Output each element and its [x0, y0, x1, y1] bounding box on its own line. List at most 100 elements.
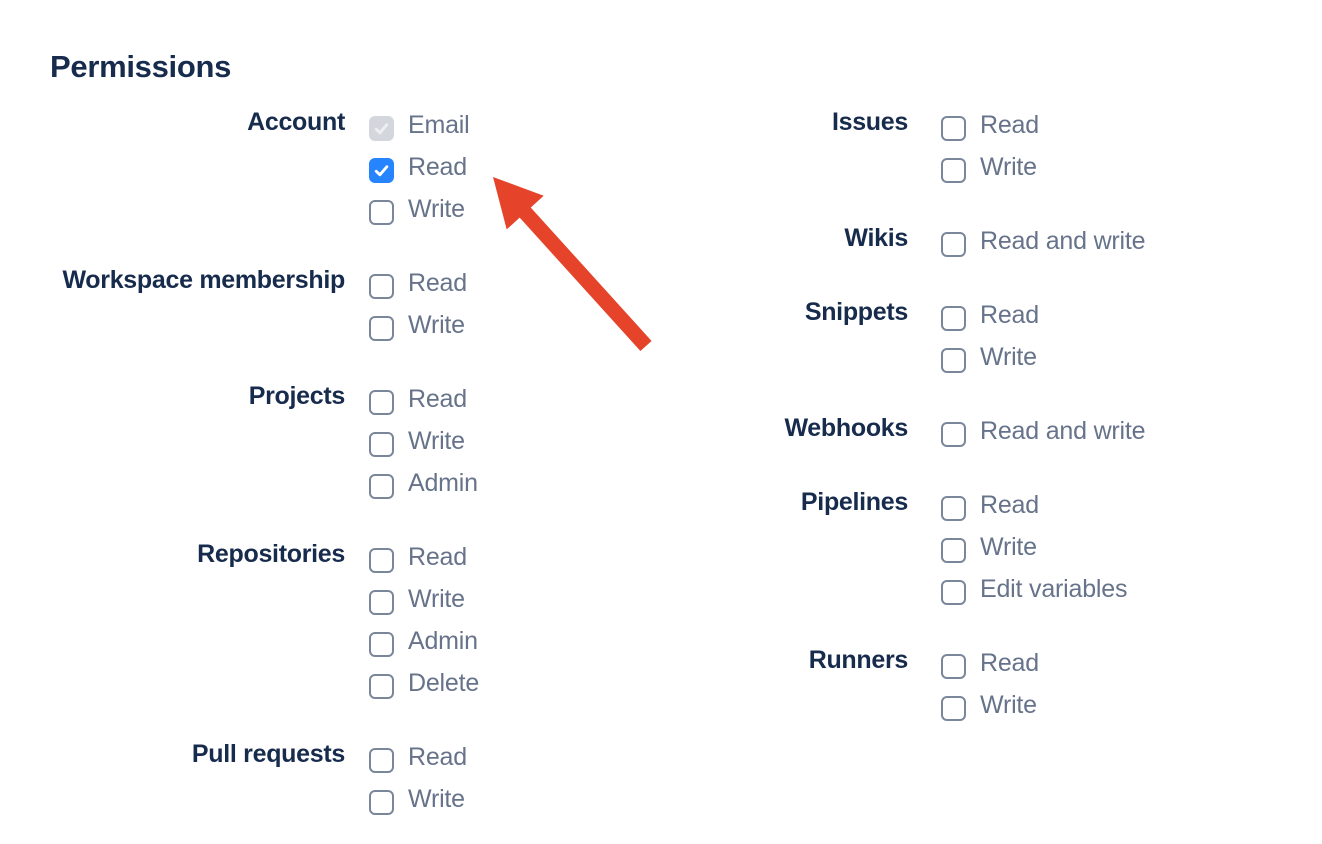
permission-option-pipelines-edit-variables[interactable]: Edit variables — [941, 576, 1127, 622]
checkbox-repositories-admin[interactable] — [369, 632, 394, 657]
permission-option-workspace-membership-write[interactable]: Write — [369, 312, 467, 358]
permission-option-pipelines-write[interactable]: Write — [941, 534, 1127, 580]
permission-group-snippets: Snippets Read Write — [600, 298, 1145, 390]
permission-option-repositories-write[interactable]: Write — [369, 586, 479, 632]
checkbox-label-repositories-write: Write — [408, 585, 465, 613]
permission-option-runners-read[interactable]: Read — [941, 650, 1039, 696]
checkbox-label-runners-read: Read — [980, 649, 1039, 677]
checkbox-label-repositories-read: Read — [408, 543, 467, 571]
permission-options: Read Write Admin Delete — [369, 544, 479, 716]
permission-group-label-wikis: Wikis — [844, 224, 908, 252]
checkbox-snippets-read[interactable] — [941, 306, 966, 331]
checkbox-repositories-read[interactable] — [369, 548, 394, 573]
checkbox-pull-requests-read[interactable] — [369, 748, 394, 773]
permission-option-webhooks-read-and-write[interactable]: Read and write — [941, 418, 1146, 464]
permissions-column-right: Issues Read Write Wikis Read and write — [600, 108, 1146, 770]
checkbox-account-read[interactable] — [369, 158, 394, 183]
permission-option-workspace-membership-read[interactable]: Read — [369, 270, 467, 316]
checkbox-label-account-email: Email — [408, 111, 470, 139]
permission-group-webhooks: Webhooks Read and write — [600, 414, 1146, 464]
checkbox-label-pipelines-write: Write — [980, 533, 1037, 561]
permission-group-pipelines: Pipelines Read Write Edit variables — [600, 488, 1145, 622]
permission-options: Read Write Admin — [369, 386, 478, 516]
checkbox-workspace-membership-read[interactable] — [369, 274, 394, 299]
checkbox-repositories-write[interactable] — [369, 590, 394, 615]
permission-option-issues-write[interactable]: Write — [941, 154, 1039, 200]
checkbox-label-issues-read: Read — [980, 111, 1039, 139]
permissions-column-left: Account Email Read Write Workspace membe… — [52, 108, 479, 844]
permission-option-repositories-admin[interactable]: Admin — [369, 628, 479, 674]
checkbox-label-projects-admin: Admin — [408, 469, 478, 497]
permission-group-label-webhooks: Webhooks — [784, 414, 908, 442]
permission-options: Read and write — [941, 418, 1146, 464]
permission-option-projects-read[interactable]: Read — [369, 386, 478, 432]
permission-options: Read Write — [941, 112, 1039, 200]
permission-option-repositories-read[interactable]: Read — [369, 544, 479, 590]
checkbox-runners-write[interactable] — [941, 696, 966, 721]
checkbox-pipelines-edit-variables[interactable] — [941, 580, 966, 605]
checkbox-projects-admin[interactable] — [369, 474, 394, 499]
checkbox-account-email — [369, 116, 394, 141]
permission-option-pipelines-read[interactable]: Read — [941, 492, 1127, 538]
checkbox-label-repositories-delete: Delete — [408, 669, 480, 697]
permission-option-projects-write[interactable]: Write — [369, 428, 478, 474]
checkbox-pull-requests-write[interactable] — [369, 790, 394, 815]
checkbox-issues-read[interactable] — [941, 116, 966, 141]
permission-group-label-issues: Issues — [831, 108, 908, 136]
checkbox-label-workspace-membership-write: Write — [408, 311, 465, 339]
checkbox-label-issues-write: Write — [980, 153, 1037, 181]
permission-option-issues-read[interactable]: Read — [941, 112, 1039, 158]
permission-group-repositories: Repositories Read Write Admin — [52, 540, 479, 716]
permission-option-snippets-read[interactable]: Read — [941, 302, 1039, 348]
permission-options: Read Write Edit variables — [941, 492, 1127, 622]
permission-option-runners-write[interactable]: Write — [941, 692, 1039, 738]
permission-options: Read and write — [941, 228, 1146, 274]
checkbox-pipelines-write[interactable] — [941, 538, 966, 563]
checkbox-snippets-write[interactable] — [941, 348, 966, 373]
checkbox-projects-write[interactable] — [369, 432, 394, 457]
checkbox-runners-read[interactable] — [941, 654, 966, 679]
permission-options: Read Write — [941, 650, 1039, 738]
checkbox-repositories-delete[interactable] — [369, 674, 394, 699]
checkbox-pipelines-read[interactable] — [941, 496, 966, 521]
permission-group-label-workspace-membership: Workspace membership — [62, 266, 345, 294]
checkbox-label-wikis-read-and-write: Read and write — [980, 227, 1146, 255]
permission-options: Read Write — [941, 302, 1039, 390]
checkbox-label-account-read: Read — [408, 153, 467, 181]
permission-group-label-pull-requests: Pull requests — [191, 740, 345, 768]
checkbox-workspace-membership-write[interactable] — [369, 316, 394, 341]
permission-group-projects: Projects Read Write Admin — [52, 382, 479, 516]
permission-group-runners: Runners Read Write — [600, 646, 1145, 738]
permission-group-wikis: Wikis Read and write — [600, 224, 1146, 274]
checkbox-label-snippets-write: Write — [980, 343, 1037, 371]
checkbox-label-runners-write: Write — [980, 691, 1037, 719]
permission-option-account-write[interactable]: Write — [369, 196, 470, 242]
permission-group-label-pipelines: Pipelines — [800, 488, 908, 516]
checkbox-label-pipelines-read: Read — [980, 491, 1039, 519]
permission-group-account: Account Email Read Write — [52, 108, 479, 242]
permission-option-projects-admin[interactable]: Admin — [369, 470, 478, 516]
checkbox-label-webhooks-read-and-write: Read and write — [980, 417, 1146, 445]
permission-option-account-email: Email — [369, 112, 470, 158]
checkmark-icon — [374, 165, 389, 177]
checkbox-label-snippets-read: Read — [980, 301, 1039, 329]
permission-group-label-projects: Projects — [248, 382, 346, 410]
checkbox-label-account-write: Write — [408, 195, 465, 223]
permission-option-pull-requests-write[interactable]: Write — [369, 786, 467, 832]
permission-group-workspace-membership: Workspace membership Read Write — [52, 266, 479, 358]
checkbox-webhooks-read-and-write[interactable] — [941, 422, 966, 447]
permission-option-pull-requests-read[interactable]: Read — [369, 744, 467, 790]
permission-group-label-snippets: Snippets — [804, 298, 908, 326]
permission-group-label-runners: Runners — [808, 646, 909, 674]
checkbox-label-pull-requests-read: Read — [408, 743, 467, 771]
permission-option-repositories-delete[interactable]: Delete — [369, 670, 479, 716]
checkbox-projects-read[interactable] — [369, 390, 394, 415]
permission-option-account-read[interactable]: Read — [369, 154, 470, 200]
permission-option-snippets-write[interactable]: Write — [941, 344, 1039, 390]
permission-option-wikis-read-and-write[interactable]: Read and write — [941, 228, 1146, 274]
checkbox-wikis-read-and-write[interactable] — [941, 232, 966, 257]
checkbox-issues-write[interactable] — [941, 158, 966, 183]
checkbox-account-write[interactable] — [369, 200, 394, 225]
checkbox-label-pipelines-edit-variables: Edit variables — [980, 575, 1128, 603]
